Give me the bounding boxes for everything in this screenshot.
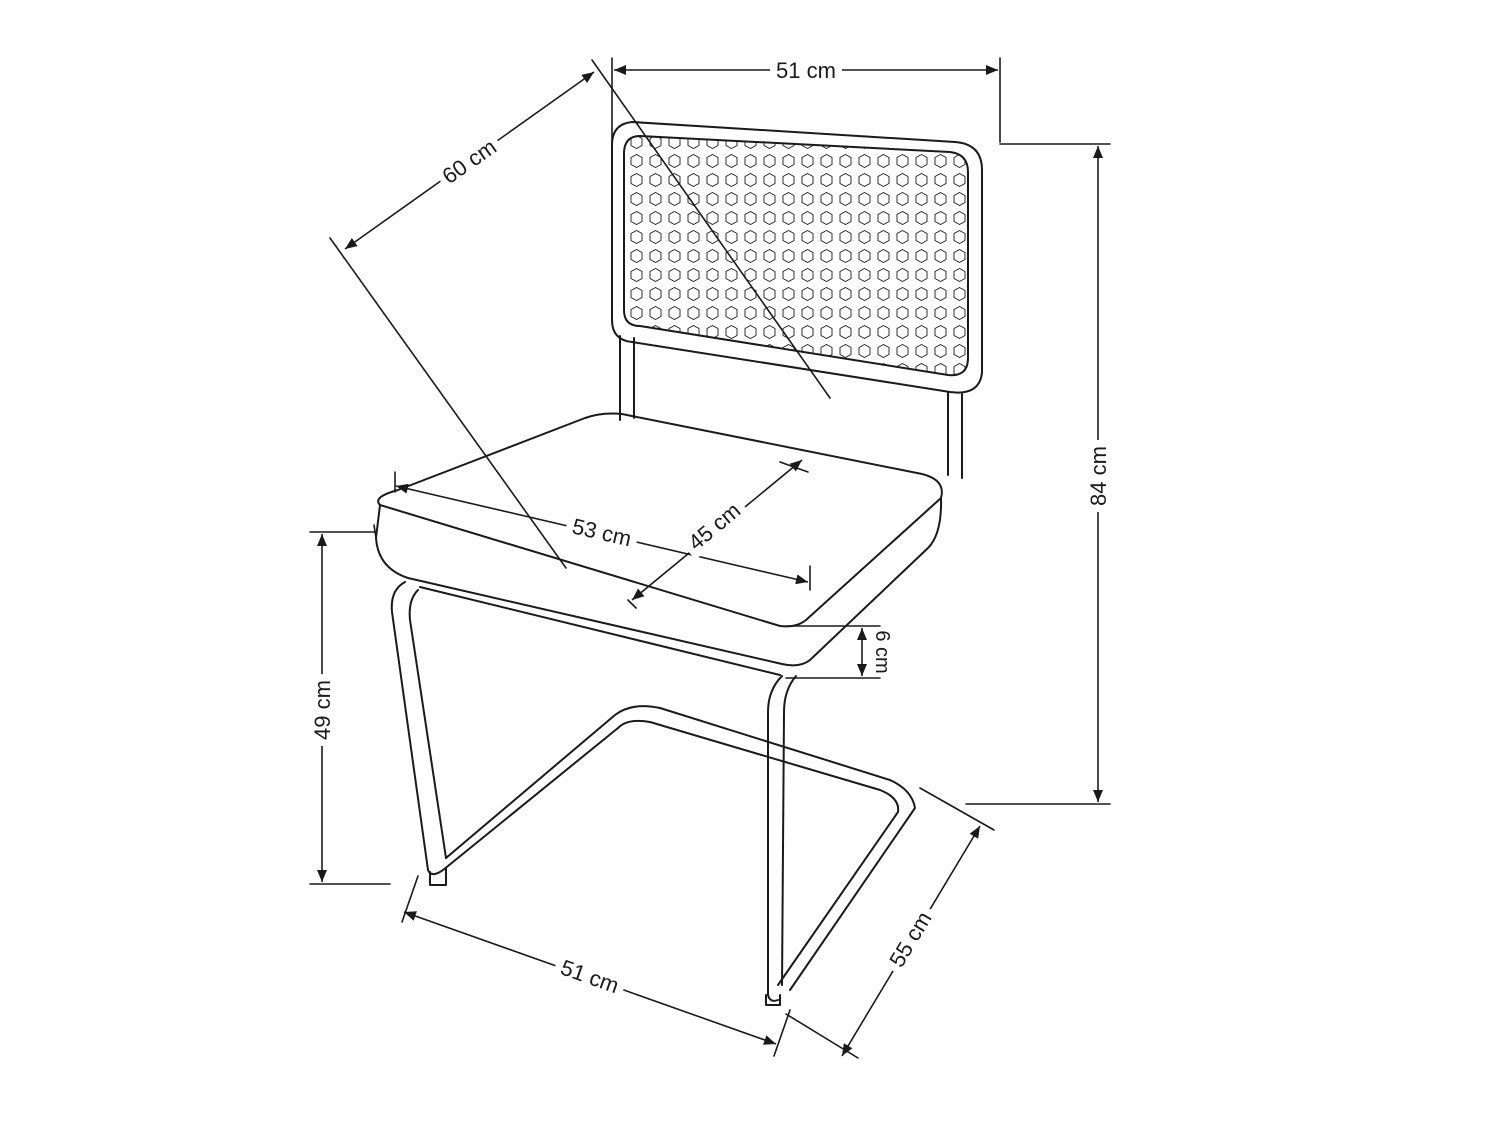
frame-rear-rail [617,719,900,986]
label-base-depth: 55 cm [884,907,936,971]
label-total-height: 84 cm [1086,446,1111,506]
front-leg-right [767,675,797,1002]
label-back-width: 51 cm [776,58,836,83]
frame-diagonal [427,705,916,991]
label-seat-height: 49 cm [310,680,335,740]
foot-left [429,867,447,886]
seat-top [377,412,943,628]
front-leg-left [390,581,447,871]
chair-illustration [373,121,983,1006]
back-upright-left [619,335,635,421]
seat-side [375,497,943,667]
back-upright-right [947,391,963,479]
label-seat-thickness: 6 cm [871,630,893,673]
backrest-frame [611,121,983,394]
seat-rail [419,586,781,676]
